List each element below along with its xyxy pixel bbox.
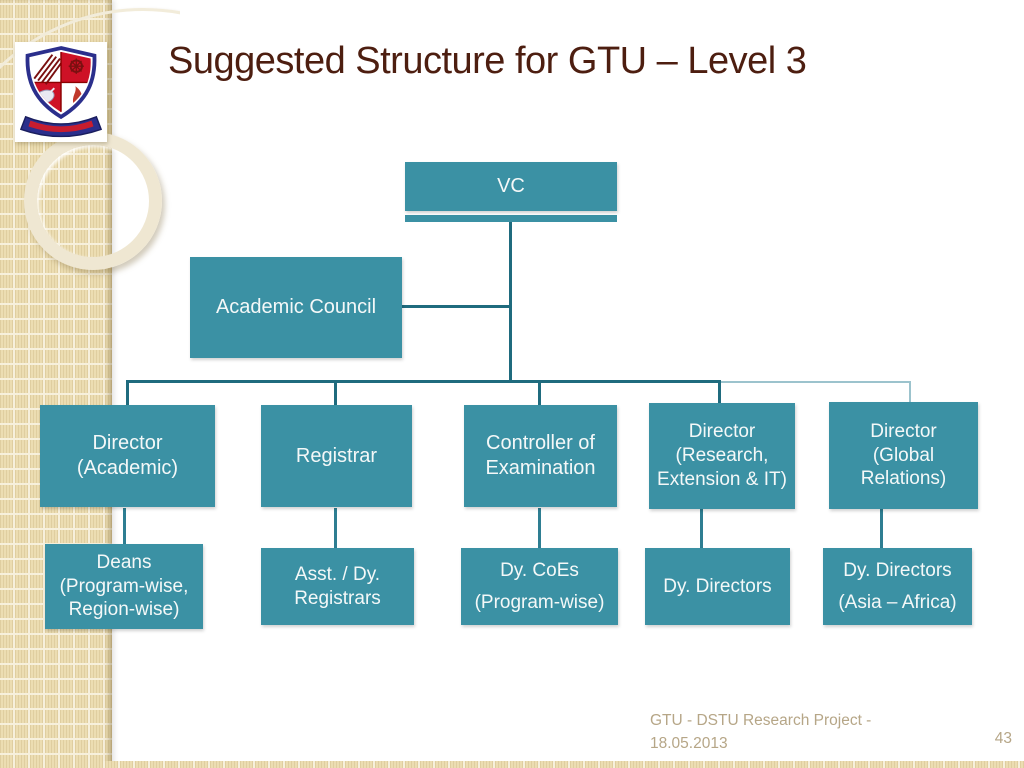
org-node-asst-dy-registrars-label: Asst. / Dy. Registrars [294,563,381,609]
connector-stem2-2 [334,508,337,548]
connector-stem2-1 [123,508,126,548]
org-node-director-global-label: Director (Global Relations) [860,420,947,490]
org-node-academic-council: Academic Council [190,257,402,358]
connector-drop-1 [126,380,129,407]
gtu-crest-icon [19,46,103,138]
vc-underline-bar [405,215,617,222]
connector-vc-stem [509,222,512,380]
org-node-deans-label: Deans (Program-wise, Region-wise) [59,551,189,621]
connector-bus-dark [126,380,721,383]
connector-bus-light [721,381,911,383]
org-node-director-global: Director (Global Relations) [829,402,978,509]
bottom-strip-texture [0,761,1024,768]
org-node-dy-directors-asia-africa: Dy. Directors (Asia – Africa) [823,548,972,625]
org-node-director-academic-label: Director (Academic) [76,432,179,479]
connector-drop-4 [718,380,721,407]
connector-stem2-4 [700,508,703,548]
org-node-vc-label: VC [497,175,525,197]
connector-stem2-5 [880,508,883,548]
org-node-vc: VC [405,162,617,211]
org-node-dy-directors: Dy. Directors [645,548,790,625]
connector-stem2-3 [538,508,541,548]
org-node-director-research: Director (Research, Extension & IT) [649,403,795,509]
footer-project-text: GTU - DSTU Research Project - [650,712,872,729]
slide-title: Suggested Structure for GTU – Level 3 [168,40,807,82]
connector-academic-council [402,305,509,308]
gtu-logo [15,42,107,142]
org-node-dy-coes-label: Dy. CoEs (Program-wise) [474,560,605,613]
org-node-controller-of-examination: Controller of Examination [464,405,617,507]
connector-drop-3 [538,380,541,407]
org-node-controller-of-examination-label: Controller of Examination [485,432,596,479]
connector-drop-2 [334,380,337,407]
org-node-dy-coes: Dy. CoEs (Program-wise) [461,548,618,625]
org-node-director-academic: Director (Academic) [40,405,215,507]
org-node-director-research-label: Director (Research, Extension & IT) [657,421,787,490]
footer: GTU - DSTU Research Project - 18.05.2013 [650,709,930,755]
org-node-asst-dy-registrars: Asst. / Dy. Registrars [261,548,414,625]
org-node-dy-directors-asia-africa-label: Dy. Directors (Asia – Africa) [838,560,957,613]
org-node-academic-council-label: Academic Council [215,296,377,318]
org-node-dy-directors-label: Dy. Directors [663,575,772,597]
org-node-registrar: Registrar [261,405,412,507]
connector-drop-5 [909,381,911,404]
footer-date: 18.05.2013 [650,735,728,752]
org-node-registrar-label: Registrar [295,444,378,467]
slide-number: 43 [994,730,1012,747]
org-node-deans: Deans (Program-wise, Region-wise) [45,544,203,629]
